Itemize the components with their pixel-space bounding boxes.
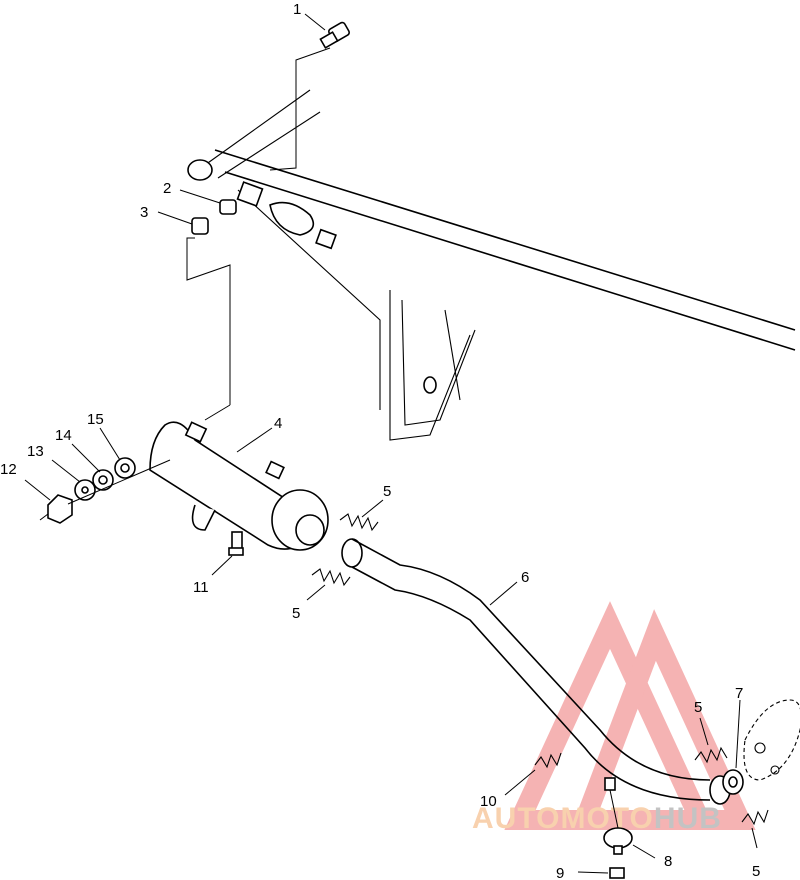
callout-13: 13 xyxy=(27,443,44,460)
callout-5-right-upper: 5 xyxy=(694,699,702,716)
frame-bracket xyxy=(236,181,264,207)
callout-6: 6 xyxy=(521,569,529,586)
bolt-11 xyxy=(211,531,244,576)
callout-1: 1 xyxy=(293,1,301,18)
frame-tab xyxy=(315,228,337,250)
watermark-logo: AUTOMOTOHUB xyxy=(472,601,756,835)
watermark-text: AUTOMOTOHUB xyxy=(472,802,722,835)
callout-5-right-lower: 5 xyxy=(752,863,760,880)
spring-5-right-upper xyxy=(694,717,728,764)
frame-tube-end xyxy=(187,159,213,181)
callout-11: 11 xyxy=(193,579,209,596)
muffler xyxy=(149,421,329,551)
leader-line-muffler xyxy=(236,427,273,453)
spacer-3 xyxy=(157,211,209,235)
callout-5-lower: 5 xyxy=(292,605,300,622)
callout-10: 10 xyxy=(480,793,497,810)
head-pipe xyxy=(341,538,731,805)
callout-14: 14 xyxy=(55,427,72,444)
callout-3: 3 xyxy=(140,204,148,221)
bushing-2 xyxy=(179,189,237,215)
frame-slot xyxy=(269,201,315,236)
callout-2: 2 xyxy=(163,180,171,197)
washer-15 xyxy=(99,427,136,479)
leader-line-head-pipe xyxy=(489,581,518,606)
washer-14 xyxy=(71,443,114,491)
spring-5-upper xyxy=(339,499,384,532)
callout-12: 12 xyxy=(0,461,17,478)
frame-assembly xyxy=(187,89,796,441)
callout-9: 9 xyxy=(556,865,564,880)
spring-5-lower xyxy=(306,568,351,601)
nut-9 xyxy=(577,867,625,879)
grommet-8 xyxy=(603,827,656,859)
leader-line-spacer-3 xyxy=(186,237,231,405)
spring-10 xyxy=(504,752,562,796)
callout-7: 7 xyxy=(735,685,743,702)
watermark-triangle-inner xyxy=(570,609,756,830)
callout-5-upper: 5 xyxy=(383,483,391,500)
assembly-axis-line xyxy=(67,459,171,505)
washer-13 xyxy=(51,459,96,501)
spring-5-right-lower xyxy=(741,809,769,849)
callout-4: 4 xyxy=(274,415,282,432)
nut-12 xyxy=(24,479,73,524)
watermark-text-hub: HUB xyxy=(654,802,722,835)
callout-8: 8 xyxy=(664,853,672,870)
gasket-7 xyxy=(722,699,744,795)
callout-15: 15 xyxy=(87,411,104,428)
bolt-1 xyxy=(304,13,350,49)
leader-line-bolt-1 xyxy=(269,47,331,171)
